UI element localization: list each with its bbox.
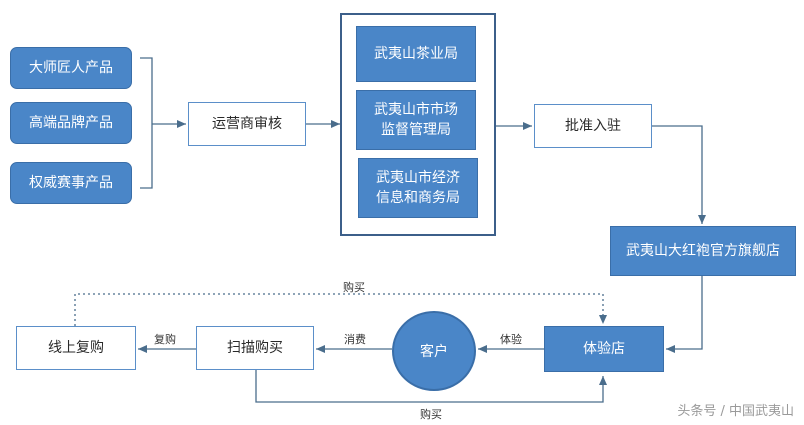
- arrow-online-buy-dotted: [74, 293, 607, 326]
- watermark-text: 头条号 / 中国武夷山: [677, 404, 794, 419]
- authority-commerce-bureau: 武夷山市经济 信息和商务局: [358, 158, 478, 218]
- online-repurchase-node: 线上复购: [16, 326, 136, 370]
- scan-purchase-node: 扫描购买: [196, 326, 314, 370]
- authority-line: 信息和商务局: [376, 190, 460, 206]
- product-label: 权威赛事产品: [29, 175, 113, 191]
- experience-store-node: 体验店: [544, 326, 664, 372]
- product-label: 大师匠人产品: [29, 60, 113, 76]
- authority-line: 武夷山市经济: [376, 170, 460, 186]
- operator-review-node: 运营商审核: [188, 102, 306, 146]
- authority-line: 武夷山茶业局: [374, 46, 458, 62]
- approval-label: 批准入驻: [565, 118, 621, 134]
- customer-node: 客户: [392, 311, 476, 391]
- arrow-flagship-to-experience: [666, 276, 703, 353]
- authority-line: 监督管理局: [381, 122, 451, 138]
- customer-label: 客户: [420, 344, 448, 360]
- product-premium-brand: 高端品牌产品: [10, 102, 132, 144]
- flagship-store-node: 武夷山大红袍官方旗舰店: [610, 226, 796, 276]
- arrow-scan-buy-bottom: [255, 370, 607, 403]
- experience-store-label: 体验店: [583, 341, 625, 357]
- authority-line: 武夷山市市场: [374, 102, 458, 118]
- edge-label-buy-top: 购买: [343, 281, 365, 294]
- flagship-label: 武夷山大红袍官方旗舰店: [626, 243, 780, 259]
- approval-node: 批准入驻: [534, 104, 652, 148]
- authority-tea-bureau: 武夷山茶业局: [356, 26, 476, 82]
- product-label: 高端品牌产品: [29, 115, 113, 131]
- edge-label-consume: 消费: [344, 333, 366, 346]
- review-label: 运营商审核: [212, 116, 282, 132]
- edge-label-experience: 体验: [500, 333, 522, 346]
- online-repurchase-label: 线上复购: [48, 340, 104, 356]
- authority-market-supervision: 武夷山市市场 监督管理局: [356, 90, 476, 150]
- arrow-approval-to-flagship: [652, 125, 706, 224]
- edge-label-rebuy: 复购: [154, 333, 176, 346]
- product-master-artisan: 大师匠人产品: [10, 47, 132, 89]
- edge-label-buy-bottom: 购买: [420, 408, 442, 421]
- scan-purchase-label: 扫描购买: [227, 340, 283, 356]
- products-bracket: [140, 57, 153, 189]
- product-authority-contest: 权威赛事产品: [10, 162, 132, 204]
